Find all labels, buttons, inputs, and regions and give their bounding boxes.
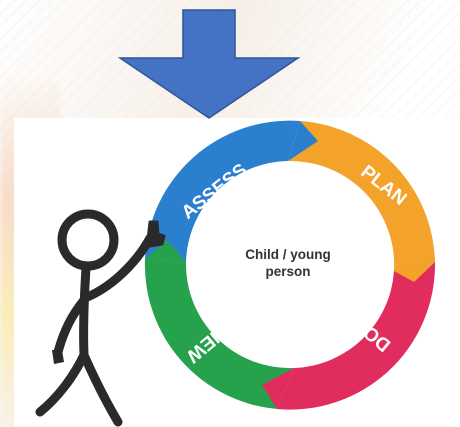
assess-arrow-tip — [288, 121, 318, 161]
stick-figure-left-hand — [52, 350, 64, 364]
review-segment — [144, 259, 294, 409]
stick-figure-right-arm — [80, 233, 155, 303]
review-arrow-tip — [145, 240, 186, 262]
stick-figure — [35, 209, 155, 427]
assess-segment — [145, 120, 300, 263]
stick-figure-left-leg — [35, 350, 89, 417]
center-label: Child / young person — [245, 247, 331, 279]
do-arrow-tip — [262, 368, 294, 409]
down-arrow-icon — [117, 9, 301, 119]
plan-segment — [288, 121, 435, 271]
stick-figure-pointing-hand — [146, 220, 166, 248]
stick-figure-body — [79, 263, 91, 360]
plan-arrow-tip — [394, 262, 435, 282]
stick-figure-right-leg — [79, 350, 123, 427]
stick-figure-left-arm — [53, 295, 89, 357]
do-segment — [277, 262, 436, 410]
center-circle — [190, 165, 390, 365]
stick-figure-head — [57, 209, 119, 271]
